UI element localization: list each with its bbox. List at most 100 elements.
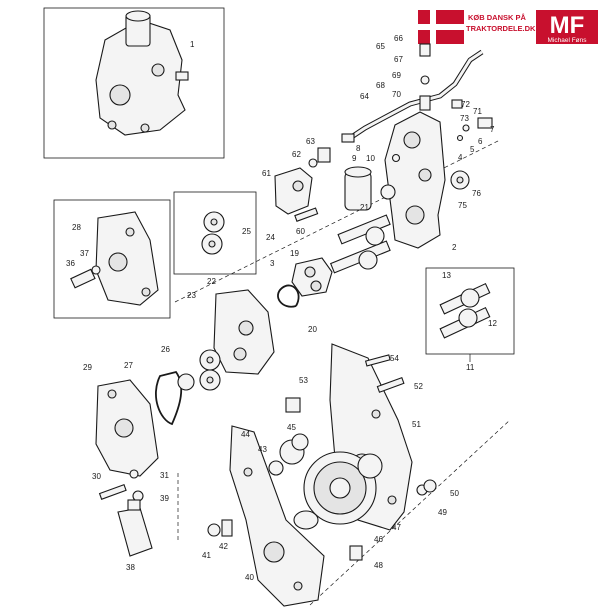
callout-29: 29: [83, 363, 92, 372]
fittings-group: [391, 75, 493, 163]
callout-72: 72: [461, 100, 470, 109]
callout-53: 53: [299, 376, 308, 385]
callout-11: 11: [466, 363, 475, 372]
callout-36: 36: [66, 259, 75, 268]
fitting-62-63: [308, 147, 331, 168]
mf-logo-letters: MF: [550, 12, 585, 39]
callout-64: 64: [360, 92, 369, 101]
bracket-61: [274, 167, 313, 215]
callout-63: 63: [306, 137, 315, 146]
callout-52: 52: [414, 382, 423, 391]
valve-21: [344, 166, 372, 211]
callout-9: 9: [352, 154, 357, 163]
cover-28: [95, 211, 159, 306]
callout-26: 26: [161, 345, 170, 354]
guide-lines: [174, 139, 511, 606]
callout-69: 69: [392, 71, 401, 80]
callout-67: 67: [394, 55, 403, 64]
brand-tagline-2: TRAKTORDELE.DK: [466, 24, 536, 33]
callout-51: 51: [412, 420, 421, 429]
callout-41: 41: [202, 551, 211, 560]
frame-pump-1: [43, 7, 225, 159]
plate-22: [213, 289, 275, 375]
callout-10: 10: [366, 154, 375, 163]
pipe-64: [341, 43, 484, 143]
callout-27: 27: [124, 361, 133, 370]
callout-61: 61: [262, 169, 271, 178]
callout-4: 4: [458, 153, 463, 162]
seal-20: [277, 284, 300, 308]
frame-cover-28: [53, 199, 171, 319]
callout-48: 48: [374, 561, 383, 570]
pump-housing-1: [95, 10, 189, 136]
callout-31: 31: [160, 471, 169, 480]
gears-25: [201, 211, 225, 255]
valve-36-37: [70, 265, 101, 289]
gears-26: [199, 349, 221, 391]
callout-13: 13: [442, 271, 451, 280]
callout-71: 71: [473, 107, 482, 116]
callout-12: 12: [488, 319, 497, 328]
callout-44: 44: [241, 430, 250, 439]
washers-31-39: [129, 469, 144, 502]
gear-43: [268, 460, 284, 476]
shafts-12-13: [439, 282, 491, 339]
brand-header: KØB DANSK PÅ TRAKTORDELE.DK MF Michael F…: [418, 10, 598, 44]
callout-43: 43: [258, 445, 267, 454]
callout-76: 76: [472, 189, 481, 198]
callout-75: 75: [458, 201, 467, 210]
callout-30: 30: [92, 472, 101, 481]
callout-45: 45: [287, 423, 296, 432]
main-housing-2: [380, 111, 446, 249]
callout-66: 66: [394, 34, 403, 43]
seal-27: [155, 370, 195, 426]
brand-tagline-1: KØB DANSK PÅ: [468, 13, 527, 22]
callout-38: 38: [126, 563, 135, 572]
callout-1: 1: [190, 40, 195, 49]
callout-37: 37: [80, 249, 89, 258]
callout-7: 7: [490, 125, 495, 134]
callout-19: 19: [290, 249, 299, 258]
callout-54: 54: [390, 354, 399, 363]
danish-flag-icon: [418, 10, 464, 44]
callout-24: 24: [266, 233, 275, 242]
callout-8: 8: [356, 144, 361, 153]
gear-44-45: [279, 433, 309, 465]
callout-5: 5: [470, 145, 475, 154]
screw-60: [294, 207, 319, 222]
callout-28: 28: [72, 223, 81, 232]
callout-47: 47: [392, 523, 401, 532]
shaft-assembly: [329, 214, 391, 274]
cover-29: [95, 379, 159, 477]
callout-21: 21: [360, 203, 369, 212]
frame-gears-24: [173, 191, 257, 275]
block-19: [291, 257, 333, 297]
mf-logo: MF Michael Føns: [536, 10, 598, 44]
callout-73: 73: [460, 114, 469, 123]
gear-75: [450, 170, 470, 190]
callout-50: 50: [450, 489, 459, 498]
callout-62: 62: [292, 150, 301, 159]
bolt-30: [98, 484, 127, 500]
callout-39: 39: [160, 494, 169, 503]
callout-20: 20: [308, 325, 317, 334]
mf-logo-name: Michael Føns: [547, 37, 587, 44]
callout-49: 49: [438, 508, 447, 517]
callout-60: 60: [296, 227, 305, 236]
bushing-46: [293, 510, 319, 530]
callout-65: 65: [376, 42, 385, 51]
callout-25: 25: [242, 227, 251, 236]
callout-6: 6: [478, 137, 483, 146]
gear-47: [303, 451, 383, 525]
filter-38: [117, 499, 153, 557]
callout-22: 22: [207, 277, 216, 286]
callout-42: 42: [219, 542, 228, 551]
callout-2: 2: [452, 243, 457, 252]
callout-40: 40: [245, 573, 254, 582]
callout-3: 3: [270, 259, 275, 268]
plate-40: [229, 425, 325, 607]
callout-68: 68: [376, 81, 385, 90]
callout-70: 70: [392, 90, 401, 99]
